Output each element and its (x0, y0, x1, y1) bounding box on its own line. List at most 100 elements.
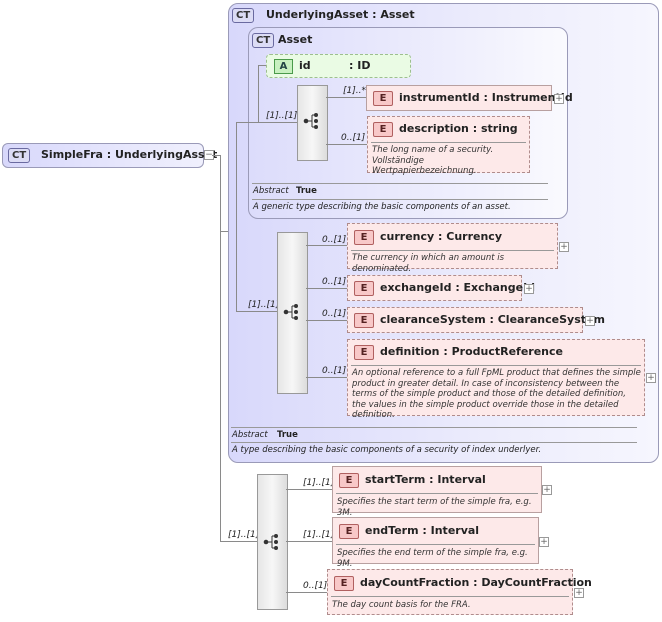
element-dayCountFraction[interactable]: E dayCountFraction : DayCountFraction Th… (327, 569, 592, 615)
element-type-text: : Currency (438, 230, 502, 243)
element-type-text: : ClearanceSystem (489, 313, 605, 326)
sequence-cardinality: [1]..[1] (248, 300, 280, 310)
root-separator: : (106, 148, 115, 161)
separator (231, 427, 637, 428)
element-startTerm[interactable]: E startTerm : Interval Specifies the sta… (332, 466, 542, 518)
element-documentation: Specifies the end term of the simple fra… (337, 548, 528, 569)
expand-button[interactable]: + (574, 588, 584, 598)
element-badge: E (339, 524, 359, 539)
element-badge: E (354, 345, 374, 360)
connector (306, 245, 347, 246)
complex-type-badge: CT (232, 8, 255, 23)
connector (236, 122, 297, 123)
expand-button[interactable]: + (524, 284, 534, 294)
separator (336, 493, 538, 494)
element-description[interactable]: E description : string The long name of … (367, 116, 530, 176)
separator (351, 365, 641, 366)
element-badge: E (334, 576, 354, 591)
element-name-text: currency (380, 230, 435, 243)
root-type: UnderlyingAsset (115, 148, 218, 161)
connector (326, 144, 367, 145)
separator (252, 183, 548, 184)
element-name-text: description (399, 122, 469, 135)
sequence-icon (283, 303, 300, 321)
expand-button[interactable]: + (585, 316, 595, 326)
connector (306, 288, 347, 289)
underlying-asset-sequence[interactable] (277, 232, 308, 394)
attribute-type: : ID (349, 59, 371, 72)
element-currency[interactable]: E currency : Currency The currency in wh… (347, 223, 558, 274)
expand-button[interactable]: + (542, 485, 552, 495)
element-cardinality: 0..[1] (341, 133, 366, 143)
asset-documentation: A generic type describing the basic comp… (253, 202, 511, 212)
element-documentation: An optional reference to a full FpML pro… (352, 368, 641, 420)
element-cardinality: 0..[1] (303, 581, 328, 591)
element-cardinality: 0..[1] (322, 235, 347, 245)
element-type-text: : InstrumentId (483, 91, 573, 104)
element-name: definition : ProductReference (380, 345, 563, 358)
element-documentation: The currency in which an amount is denom… (352, 253, 505, 274)
element-badge: E (354, 230, 374, 245)
element-name: currency : Currency (380, 230, 502, 243)
element-instrumentId[interactable]: E instrumentId : InstrumentId (366, 85, 573, 111)
element-name: dayCountFraction : DayCountFraction (360, 576, 592, 589)
connector (220, 231, 228, 232)
element-name-text: instrumentId (399, 91, 480, 104)
element-cardinality: 0..[1] (322, 366, 347, 376)
element-cardinality: [1]..[1] (303, 530, 335, 540)
connector (236, 231, 237, 312)
connector (306, 320, 347, 321)
element-name-text: dayCountFraction (360, 576, 470, 589)
connector (326, 97, 367, 98)
expand-button[interactable]: + (539, 537, 549, 547)
element-exchangeId[interactable]: E exchangeId : ExchangeId (347, 275, 535, 301)
element-type-text: : Interval (429, 473, 486, 486)
connector (258, 65, 259, 122)
root-complex-type[interactable]: CT SimpleFra : UnderlyingAsset (2, 143, 217, 168)
element-cardinality: [1]..* (343, 86, 366, 96)
attribute-name: id (299, 59, 311, 72)
sequence-icon (303, 112, 320, 130)
element-definition[interactable]: E definition : ProductReference An optio… (347, 339, 645, 420)
element-badge: E (354, 313, 374, 328)
element-name: endTerm : Interval (365, 524, 479, 537)
element-cardinality: 0..[1] (322, 309, 347, 319)
element-name-text: endTerm (365, 524, 419, 537)
attribute-id[interactable]: A id : ID (266, 54, 411, 78)
element-badge: E (373, 122, 393, 137)
element-type-text: : ExchangeId (455, 281, 536, 294)
expand-button[interactable]: + (559, 242, 569, 252)
complex-type-badge: CT (8, 148, 31, 163)
expand-button[interactable]: + (554, 94, 564, 104)
connector (286, 541, 332, 542)
element-clearanceSystem[interactable]: E clearanceSystem : ClearanceSystem (347, 307, 605, 333)
element-name: description : string (399, 122, 518, 135)
element-badge: E (354, 281, 374, 296)
separator (231, 442, 637, 443)
element-documentation: The day count basis for the FRA. (332, 600, 471, 610)
complex-type-badge: CT (252, 33, 275, 48)
underlying-asset-title: UnderlyingAsset : Asset (266, 8, 415, 21)
connector (286, 489, 332, 490)
expand-button[interactable]: + (646, 373, 656, 383)
element-cardinality: [1]..[1] (303, 478, 335, 488)
element-documentation: Specifies the start term of the simple f… (337, 497, 532, 518)
element-badge: E (373, 91, 393, 106)
asset-title: Asset (278, 33, 313, 46)
separator (252, 199, 548, 200)
separator (331, 596, 569, 597)
separator (336, 544, 535, 545)
connector (220, 541, 257, 542)
element-endTerm[interactable]: E endTerm : Interval Specifies the end t… (332, 517, 539, 569)
connector (306, 377, 347, 378)
element-name: clearanceSystem : ClearanceSystem (380, 313, 605, 326)
element-type-text: : string (472, 122, 518, 135)
attribute-badge: A (274, 59, 293, 74)
element-documentation: The long name of a security. Vollständig… (372, 145, 494, 176)
element-name-text: definition (380, 345, 440, 358)
connector (236, 311, 277, 312)
root-name: SimpleFra : UnderlyingAsset (41, 148, 217, 161)
element-badge: E (339, 473, 359, 488)
element-name-text: exchangeId (380, 281, 452, 294)
element-type-text: : Interval (422, 524, 480, 537)
